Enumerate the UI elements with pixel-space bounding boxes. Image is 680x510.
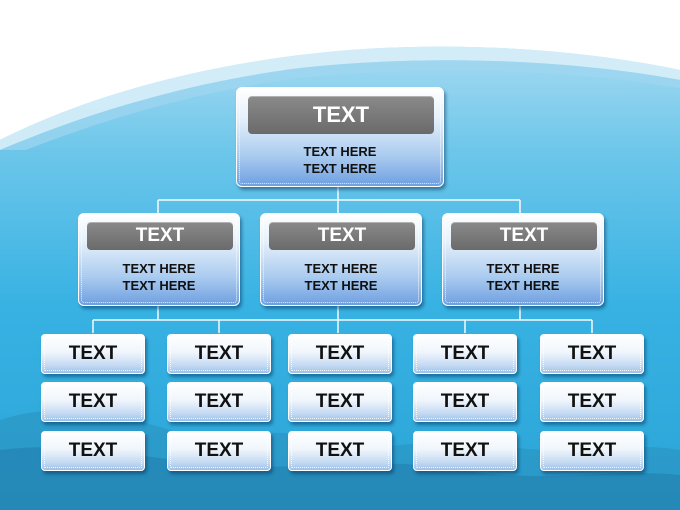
leaf-node: TEXT: [540, 382, 644, 422]
branch-node-title: TEXT: [451, 222, 597, 250]
leaf-node: TEXT: [413, 382, 517, 422]
root-node-text: TEXT HERE TEXT HERE: [237, 143, 443, 177]
root-node-line: TEXT HERE: [303, 161, 377, 176]
branch-node-text: TEXT HERE TEXT HERE: [443, 260, 603, 294]
branch-node-line: TEXT HERE: [486, 261, 560, 276]
leaf-node: TEXT: [413, 334, 517, 374]
branch-node: TEXT TEXT HERE TEXT HERE: [442, 213, 604, 306]
top-wave-band: [0, 0, 680, 150]
branch-node: TEXT TEXT HERE TEXT HERE: [78, 213, 240, 306]
leaf-node: TEXT: [41, 382, 145, 422]
branch-node-line: TEXT HERE: [486, 278, 560, 293]
leaf-node: TEXT: [167, 382, 271, 422]
leaf-node: TEXT: [288, 382, 392, 422]
leaf-node: TEXT: [540, 334, 644, 374]
leaf-node: TEXT: [288, 334, 392, 374]
leaf-node: TEXT: [167, 431, 271, 471]
branch-node-title: TEXT: [87, 222, 233, 250]
branch-node-line: TEXT HERE: [304, 261, 378, 276]
branch-node: TEXT TEXT HERE TEXT HERE: [260, 213, 422, 306]
leaf-node: TEXT: [167, 334, 271, 374]
branch-node-text: TEXT HERE TEXT HERE: [79, 260, 239, 294]
root-node: TEXT TEXT HERE TEXT HERE: [236, 87, 444, 187]
leaf-node: TEXT: [413, 431, 517, 471]
branch-node-line: TEXT HERE: [122, 261, 196, 276]
leaf-node: TEXT: [41, 334, 145, 374]
leaf-node: TEXT: [540, 431, 644, 471]
branch-node-line: TEXT HERE: [304, 278, 378, 293]
branch-node-line: TEXT HERE: [122, 278, 196, 293]
leaf-node: TEXT: [288, 431, 392, 471]
root-node-line: TEXT HERE: [303, 144, 377, 159]
branch-node-text: TEXT HERE TEXT HERE: [261, 260, 421, 294]
branch-node-title: TEXT: [269, 222, 415, 250]
leaf-node: TEXT: [41, 431, 145, 471]
root-node-title: TEXT: [248, 96, 434, 134]
